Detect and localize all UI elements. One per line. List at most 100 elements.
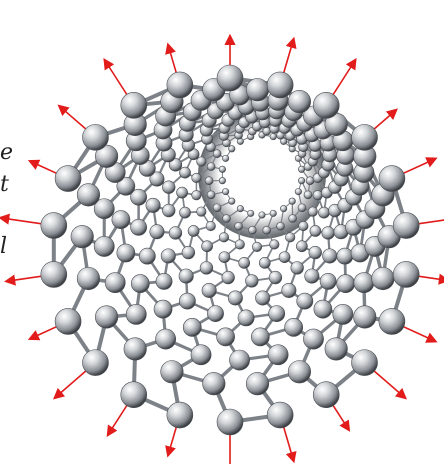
carbon-atom (289, 198, 296, 205)
carbon-atom (337, 248, 353, 264)
carbon-atom (177, 187, 188, 198)
carbon-atom (124, 338, 147, 361)
carbon-atom (77, 184, 100, 207)
carbon-atom (318, 207, 329, 218)
clipped-text-fragment: e (0, 142, 13, 164)
carbon-atom (131, 275, 149, 293)
carbon-atom (393, 261, 419, 287)
carbon-atom (322, 227, 335, 240)
carbon-atom (245, 275, 258, 288)
carbon-atom (268, 345, 288, 365)
carbon-atom (393, 213, 419, 239)
carbon-atom (333, 304, 353, 324)
carbon-atom (303, 329, 323, 349)
carbon-atom (179, 293, 195, 309)
carbon-atom (229, 198, 236, 205)
carbon-atom (251, 328, 269, 346)
carbon-atom (246, 78, 269, 101)
carbon-atom (291, 262, 304, 275)
carbon-atom (207, 191, 215, 199)
carbon-atom (202, 283, 216, 297)
carbon-atom (298, 177, 305, 184)
carbon-atom (126, 304, 146, 324)
carbon-atom (82, 124, 108, 150)
carbon-atom (246, 372, 269, 395)
carbon-atom (121, 92, 147, 118)
carbon-atom (352, 350, 378, 376)
carbon-atom (313, 382, 339, 408)
carbon-atom (183, 318, 201, 336)
carbon-atom (200, 262, 213, 275)
clipped-text-fragment: t (0, 174, 9, 196)
carbon-atom (167, 402, 193, 428)
carbon-atom (202, 241, 213, 252)
carbon-atom (150, 225, 164, 239)
carbon-atom (179, 167, 190, 178)
carbon-atom (162, 181, 175, 194)
carbon-atom (248, 226, 256, 234)
carbon-atom (222, 188, 229, 195)
carbon-atom (235, 240, 245, 250)
carbon-atom (112, 211, 130, 229)
carbon-atom (270, 133, 277, 140)
carbon-atom (352, 124, 378, 150)
carbon-atom (309, 246, 322, 259)
carbon-atom (320, 273, 336, 289)
carbon-atom (277, 222, 285, 230)
carbon-atom (179, 207, 190, 218)
carbon-atom (299, 221, 309, 231)
carbon-atom (323, 249, 337, 263)
carbon-atom (55, 308, 81, 334)
carbon-atom (117, 244, 135, 262)
carbon-atom (252, 242, 262, 252)
carbon-atom (223, 215, 231, 223)
carbon-atom (71, 225, 94, 248)
carbon-atom (269, 306, 285, 322)
carbon-atom (121, 382, 147, 408)
carbon-atom (219, 233, 229, 243)
carbon-atom (179, 269, 193, 283)
carbon-atom (156, 329, 176, 349)
carbon-atom (379, 166, 405, 192)
carbon-atom (82, 350, 108, 376)
carbon-atom (285, 318, 303, 336)
clipped-text-fragment: l (0, 236, 7, 258)
carbon-atom (207, 306, 223, 322)
carbon-atom (267, 72, 293, 98)
carbon-atom (229, 350, 249, 370)
carbon-atom (247, 210, 254, 217)
carbon-atom (217, 65, 243, 91)
carbon-atom (213, 204, 221, 212)
carbon-atom (325, 338, 348, 361)
carbon-atom (269, 271, 282, 284)
carbon-atom (313, 190, 323, 200)
carbon-atom (297, 293, 313, 309)
carbon-atom (259, 212, 266, 219)
carbon-atom (146, 198, 160, 212)
carbon-atom (191, 345, 211, 365)
carbon-atom (285, 233, 295, 243)
carbon-atom (237, 205, 244, 212)
carbon-atom (270, 240, 280, 250)
carbon-atom (304, 191, 312, 199)
carbon-atom (228, 291, 242, 305)
carbon-atom (289, 215, 297, 223)
carbon-atom (239, 257, 250, 268)
carbon-atom (255, 291, 269, 305)
carbon-atom (192, 190, 202, 200)
carbon-atom (217, 328, 235, 346)
carbon-atom (222, 271, 235, 284)
carbon-atom (203, 372, 226, 395)
carbon-atom (217, 409, 243, 435)
carbon-atom (139, 248, 155, 264)
carbon-atom (222, 155, 229, 162)
carbon-atom (279, 252, 290, 263)
carbon-atom (298, 204, 306, 212)
carbon-atom (205, 177, 213, 185)
carbon-atom (337, 275, 355, 293)
carbon-atom (161, 249, 175, 263)
carbon-atom (354, 273, 374, 293)
carbon-atom (156, 273, 172, 289)
